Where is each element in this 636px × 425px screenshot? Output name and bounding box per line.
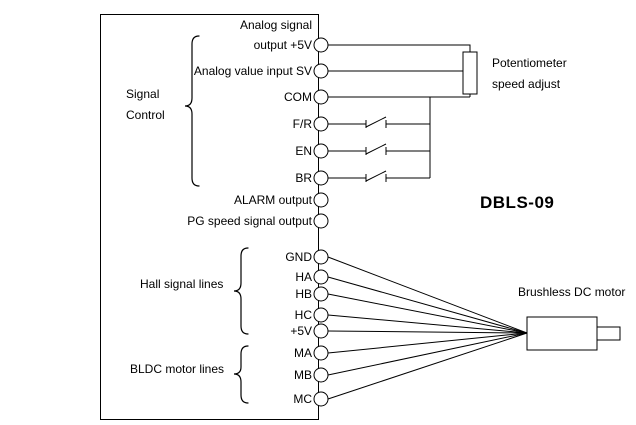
terminal-label-mb: MB — [294, 368, 312, 382]
switch-en-blade — [365, 143, 387, 155]
wire-ha-to-motor — [327, 276, 528, 334]
terminal-com — [313, 89, 329, 105]
brace-bldc-motor-lines — [233, 345, 249, 404]
terminal-analog-output-5v — [313, 37, 329, 53]
terminal-hc — [313, 307, 329, 323]
terminal-gnd — [313, 249, 329, 265]
switch-br — [328, 170, 430, 182]
terminal-sv — [313, 63, 329, 79]
wire-mb-to-motor — [327, 332, 528, 376]
terminal-label-hb: HB — [295, 287, 312, 301]
terminal-en — [313, 143, 329, 159]
potentiometer-label-line2: speed adjust — [492, 77, 561, 91]
terminal-label-5v: +5V — [290, 324, 312, 338]
wire-gnd-to-motor — [327, 256, 528, 334]
terminal-pg — [313, 213, 329, 229]
brace-hall-signal-lines — [233, 247, 249, 335]
switch-fr — [328, 116, 430, 128]
terminal-label-ha: HA — [295, 270, 312, 284]
group-label-bldc-motor-lines: BLDC motor lines — [130, 362, 224, 376]
group-label-signal-control-line2: Control — [126, 108, 165, 122]
motor-wires — [327, 256, 528, 400]
group-label-signal-control-line1: Signal — [126, 87, 159, 101]
terminal-label-en: EN — [295, 144, 312, 158]
terminal-label-pg: PG speed signal output — [187, 214, 312, 228]
motor-body — [526, 316, 598, 351]
terminal-label-analog-signal-line2: output +5V — [254, 38, 312, 52]
wire-hb-to-motor — [327, 293, 528, 334]
terminal-br — [313, 170, 329, 186]
potentiometer-symbol — [462, 51, 478, 95]
terminal-5v — [313, 323, 329, 339]
terminal-label-gnd: GND — [285, 250, 312, 264]
terminal-hb — [313, 286, 329, 302]
terminal-alarm — [313, 192, 329, 208]
terminal-ha — [313, 269, 329, 285]
potentiometer-label-line1: Potentiometer — [492, 56, 567, 70]
motor-label: Brushless DC motor — [518, 285, 625, 299]
switch-fr-blade — [365, 116, 387, 128]
model-label: DBLS-09 — [480, 193, 554, 212]
terminal-label-mc: MC — [293, 392, 312, 406]
switch-en — [328, 143, 430, 155]
wire-mc-to-motor — [327, 332, 528, 400]
motor-shaft — [596, 326, 621, 341]
terminal-mc — [313, 391, 329, 407]
terminal-label-ma: MA — [294, 346, 312, 360]
terminal-label-hc: HC — [295, 308, 313, 322]
terminal-label-alarm: ALARM output — [234, 193, 313, 207]
group-label-hall-signal-lines: Hall signal lines — [140, 277, 223, 291]
terminal-ma — [313, 345, 329, 361]
wire-5v-to-potentiometer — [328, 44, 471, 52]
wire-hc-to-motor — [327, 314, 528, 334]
terminal-label-analog-signal-line1: Analog signal — [240, 18, 312, 32]
terminal-label-br: BR — [295, 171, 312, 185]
terminal-label-fr: F/R — [293, 117, 313, 131]
wire-ma-to-motor — [327, 332, 528, 354]
terminal-label-com: COM — [284, 90, 312, 104]
switch-br-blade — [365, 170, 387, 182]
controller-box — [100, 14, 319, 420]
motor-symbol — [526, 316, 621, 351]
terminal-label-sv: Analog value input SV — [194, 64, 312, 78]
brace-signal-control — [184, 35, 200, 187]
terminal-mb — [313, 367, 329, 383]
wire-5v-to-motor — [327, 330, 528, 334]
terminal-fr — [313, 116, 329, 132]
